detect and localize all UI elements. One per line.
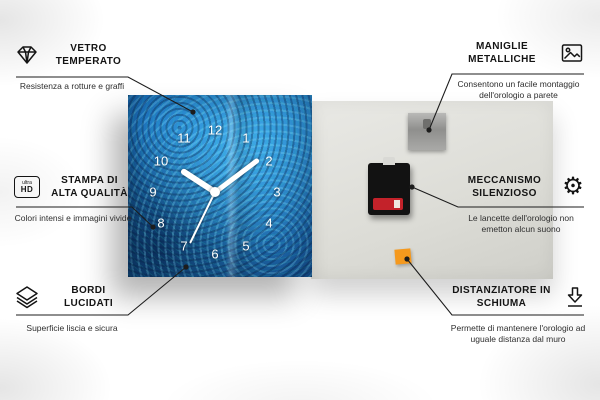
clock-number-9: 9 [149,184,157,200]
callout-title: VETRO TEMPERATO [55,43,122,67]
callout-desc: Consentono un facile montaggio dell'orol… [457,79,580,101]
clock-number-11: 11 [177,130,191,146]
metal-hanger-plate [408,113,446,150]
clock-mechanism [368,163,410,215]
callout-desc: Resistenza a rotture e graffi [19,81,125,91]
second-hand [189,191,216,244]
callout-desc: Colori intensi e immagini vivide [14,213,132,223]
callout-desc: Superficie liscia e sicura [26,323,118,333]
callout-title: STAMPA DI ALTA QUALITÀ [51,175,128,199]
minute-hand [213,157,261,194]
clock-number-4: 4 [265,215,273,231]
clock-number-3: 3 [273,184,281,200]
clock-number-2: 2 [265,153,273,169]
callout-title: DISTANZIATORE IN SCHIUMA [452,285,551,309]
callout-desc: Permette di mantenere l'orologio ad ugua… [450,323,586,345]
picture-frame-icon [559,41,585,65]
clock-number-6: 6 [211,246,219,262]
callout-bordi-lucidati: BORDI LUCIDATI Superficie liscia e sicur… [14,284,130,334]
callout-title: MANIGLIE METALLICHE [468,41,536,65]
callout-title: BORDI LUCIDATI [63,285,114,309]
foam-spacer [394,248,412,265]
ultra-hd-icon: ultra HD [14,176,40,198]
clock-number-5: 5 [242,238,250,254]
layers-icon [14,285,40,309]
clock-number-7: 7 [180,238,188,254]
callout-desc: Le lancette dell'orologio non emetton al… [468,213,574,235]
callout-distanziatore-schiuma: DISTANZIATORE IN SCHIUMA Permette di man… [448,284,588,346]
clock-center-cap [210,187,220,197]
clock-number-8: 8 [157,215,165,231]
gear-icon: ⚙ [562,173,584,200]
callout-title: MECCANISMO SILENZIOSO [467,175,542,199]
clock-number-10: 10 [153,153,169,169]
battery [373,198,403,210]
clock-front-view: 12 1 2 3 4 5 6 7 8 9 10 11 [128,95,312,277]
ultra-hd-icon-top: ultra [22,179,32,186]
arrow-down-to-wall-icon [562,285,588,309]
callout-stampa-alta-qualita: ultra HD STAMPA DI ALTA QUALITÀ Colori i… [14,174,132,224]
diamond-icon [14,43,40,67]
ultra-hd-icon-bottom: HD [20,184,34,194]
callout-meccanismo-silenzioso: MECCANISMO SILENZIOSO ⚙ Le lancette dell… [456,174,586,236]
callout-maniglie-metalliche: MANIGLIE METALLICHE Consentono un facile… [452,40,585,102]
callout-vetro-temperato: VETRO TEMPERATO Resistenza a rotture e g… [14,42,130,92]
clock-number-1: 1 [242,130,250,146]
clock-number-12: 12 [207,122,223,138]
